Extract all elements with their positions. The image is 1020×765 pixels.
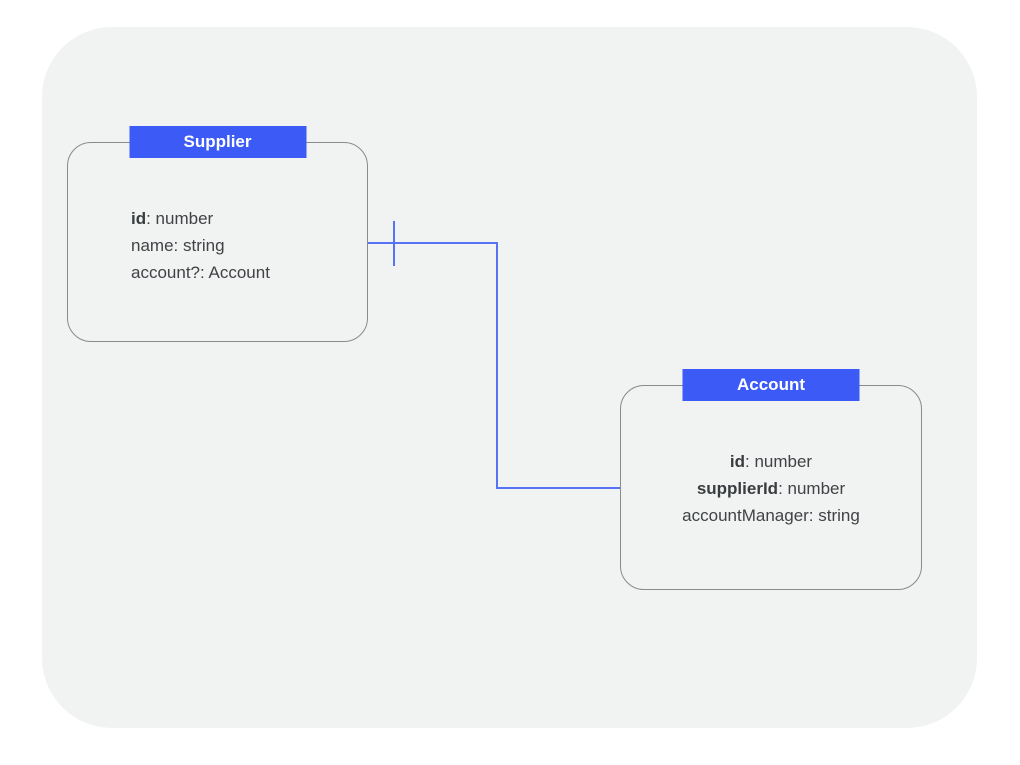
field-key: supplierId [696,479,779,498]
field-row: id: number [131,205,270,232]
field-type: : number [146,209,214,228]
field-type: accountManager: string [682,506,860,525]
field-row: supplierId: number [621,475,921,502]
entity-supplier[interactable]: Supplier id: number name: string account… [67,126,368,342]
field-key: id [729,452,745,471]
entity-account-title: Account [682,369,860,401]
field-row: name: string [131,232,270,259]
field-row: account?: Account [131,259,270,286]
field-row: id: number [621,448,921,475]
field-type: name: string [131,236,225,255]
field-type: : number [745,452,813,471]
entity-supplier-fields: id: number name: string account?: Accoun… [131,205,270,286]
entity-account[interactable]: Account id: number supplierId: number ac… [620,369,922,590]
field-row: accountManager: string [621,502,921,529]
field-key: id [131,209,147,228]
field-type: account?: Account [131,263,270,282]
entity-account-fields: id: number supplierId: number accountMan… [621,448,921,529]
field-type: : number [778,479,846,498]
entity-supplier-title: Supplier [129,126,306,158]
